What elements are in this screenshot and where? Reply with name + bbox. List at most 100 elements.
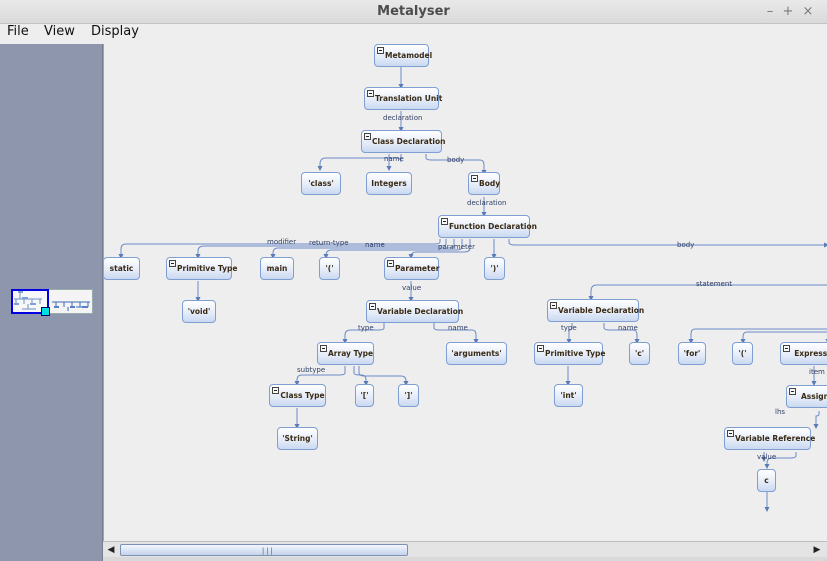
collapse-icon[interactable] <box>364 133 371 140</box>
edge-label: name <box>448 324 468 332</box>
node-primitive-type[interactable]: Primitive Type <box>534 342 606 365</box>
node-class-keyword[interactable]: 'class' <box>301 172 341 195</box>
collapse-icon[interactable] <box>169 260 176 267</box>
node-variable-reference[interactable]: Variable Reference <box>724 427 815 450</box>
overview-panel <box>0 44 103 561</box>
node-c-value[interactable]: c <box>757 469 776 492</box>
graph-canvas[interactable]: Metamodel Translation Unit Class Declara… <box>103 44 827 541</box>
node-int[interactable]: 'int' <box>554 384 583 407</box>
node-c-name[interactable]: 'c' <box>629 342 650 365</box>
node-right-paren[interactable]: ')' <box>484 257 505 280</box>
node-for[interactable]: 'for' <box>678 342 706 365</box>
node-label: Integers <box>371 179 407 188</box>
node-label: Primitive Type <box>177 264 238 273</box>
edge-label: return-type <box>309 239 349 247</box>
node-primitive-type[interactable]: Primitive Type <box>166 257 237 280</box>
node-label: 'int' <box>560 391 577 400</box>
node-label: '[' <box>360 391 369 400</box>
node-right-bracket[interactable]: ']' <box>398 384 419 407</box>
collapse-icon[interactable] <box>367 90 374 97</box>
node-label: 'for' <box>683 349 701 358</box>
node-static[interactable]: static <box>104 257 140 280</box>
node-label: '(' <box>325 264 334 273</box>
menu-display[interactable]: Display <box>91 24 139 39</box>
edge-label: declaration <box>383 114 423 122</box>
collapse-icon[interactable] <box>441 218 448 225</box>
node-label: 'arguments' <box>451 349 502 358</box>
node-label: '(' <box>738 349 747 358</box>
scroll-left-icon[interactable]: ◀ <box>107 545 115 555</box>
scrollbar-thumb[interactable]: ||| <box>120 544 408 556</box>
node-label: Translation Unit <box>375 94 443 103</box>
node-label: Metamodel <box>385 51 433 60</box>
node-label: Variable Declaration <box>377 307 464 316</box>
minimize-button[interactable]: – <box>766 4 774 19</box>
node-metamodel[interactable]: Metamodel <box>374 44 433 67</box>
collapse-icon[interactable] <box>471 175 478 182</box>
collapse-icon[interactable] <box>377 47 384 54</box>
menu-file[interactable]: File <box>7 24 29 39</box>
overview-map-drawing <box>14 291 90 311</box>
node-main[interactable]: main <box>260 257 294 280</box>
node-function-declaration[interactable]: Function Declaration <box>438 215 537 238</box>
node-label: Primitive Type <box>545 349 606 358</box>
node-label: ']' <box>404 391 413 400</box>
collapse-icon[interactable] <box>550 302 557 309</box>
node-label: Assign <box>800 392 827 401</box>
edge-label: name <box>365 241 385 249</box>
maximize-button[interactable]: + <box>782 4 794 19</box>
node-class-type[interactable]: Class Type <box>269 384 326 407</box>
scrollbar-grip-icon: ||| <box>261 547 274 555</box>
overview-resize-handle[interactable] <box>41 307 50 316</box>
node-left-paren[interactable]: '(' <box>732 342 753 365</box>
node-class-declaration[interactable]: Class Declaration <box>361 130 445 153</box>
node-label: static <box>109 264 134 273</box>
node-assignment[interactable]: Assign <box>786 385 827 408</box>
node-label: Expressi <box>794 349 827 358</box>
title-bar: Metalyser – + × <box>0 0 827 24</box>
collapse-icon[interactable] <box>369 303 376 310</box>
node-label: Parameter <box>395 264 440 273</box>
collapse-icon[interactable] <box>320 345 327 352</box>
node-void[interactable]: 'void' <box>182 300 216 323</box>
collapse-icon[interactable] <box>727 430 734 437</box>
node-label: Array Type <box>328 349 374 358</box>
collapse-icon[interactable] <box>272 387 279 394</box>
collapse-icon[interactable] <box>783 345 790 352</box>
menu-bar: File View Display <box>0 24 827 44</box>
overview-map[interactable] <box>11 289 93 314</box>
node-body[interactable]: Body <box>468 172 500 195</box>
node-translation-unit[interactable]: Translation Unit <box>364 87 443 110</box>
node-integers[interactable]: Integers <box>366 172 412 195</box>
node-left-bracket[interactable]: '[' <box>355 384 374 407</box>
node-label: 'class' <box>308 179 334 188</box>
node-label: c <box>764 476 769 485</box>
node-label: Class Type <box>280 391 325 400</box>
edge-label: item <box>809 368 825 376</box>
node-variable-declaration[interactable]: Variable Declaration <box>547 299 644 322</box>
node-variable-declaration[interactable]: Variable Declaration <box>366 300 463 323</box>
edge-label: lhs <box>775 408 786 416</box>
edge-label: subtype <box>297 366 326 374</box>
scroll-right-icon[interactable]: ▶ <box>813 545 821 555</box>
collapse-icon[interactable] <box>537 345 544 352</box>
edge-label: body <box>677 241 695 249</box>
node-label: 'void' <box>187 307 211 316</box>
node-arguments[interactable]: 'arguments' <box>446 342 507 365</box>
collapse-icon[interactable] <box>387 260 394 267</box>
edge-label: modifier <box>267 238 297 246</box>
node-string[interactable]: 'String' <box>277 427 318 450</box>
node-label: Variable Declaration <box>558 306 645 315</box>
node-label: Variable Reference <box>735 434 816 443</box>
edge-label: statement <box>696 280 733 288</box>
node-parameter[interactable]: Parameter <box>384 257 439 280</box>
collapse-icon[interactable] <box>789 388 796 395</box>
node-left-paren[interactable]: '(' <box>319 257 340 280</box>
node-array-type[interactable]: Array Type <box>317 342 374 365</box>
edge-label: body <box>447 156 465 164</box>
close-button[interactable]: × <box>802 4 814 19</box>
horizontal-scrollbar[interactable]: ◀ ||| ▶ <box>103 541 827 557</box>
node-expression[interactable]: Expressi <box>780 342 827 365</box>
node-label: 'c' <box>634 349 645 358</box>
menu-view[interactable]: View <box>44 24 75 39</box>
